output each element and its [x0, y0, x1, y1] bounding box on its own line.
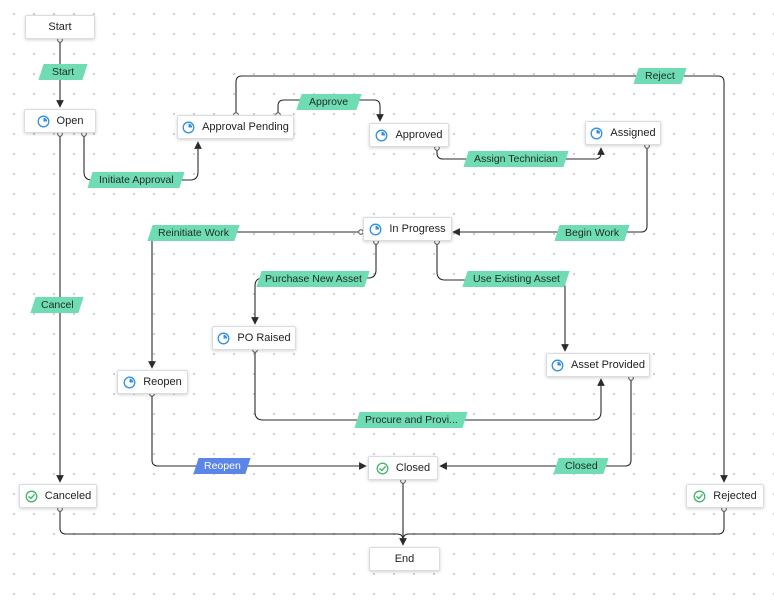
transition-begin-work[interactable]: Begin Work	[554, 225, 630, 241]
state-rejected-label: Rejected	[713, 490, 757, 502]
transition-closed-label: Closed	[564, 460, 598, 472]
transition-start-label: Start	[51, 66, 75, 78]
transition-reopen[interactable]: Reopen	[193, 458, 251, 474]
state-start-label: Start	[48, 21, 72, 33]
state-assigned[interactable]: Assigned	[585, 121, 661, 145]
transition-cancel[interactable]: Cancel	[30, 297, 84, 313]
transition-purchase-new-asset[interactable]: Purchase New Asset	[256, 271, 370, 287]
transition-reopen-label: Reopen	[203, 460, 241, 472]
clock-icon	[217, 332, 230, 345]
edge-reopen	[151, 394, 367, 470]
state-closed[interactable]: Closed	[368, 456, 438, 480]
edge-begin-work	[452, 146, 648, 236]
state-asset-provided[interactable]: Asset Provided	[546, 353, 650, 377]
check-circle-icon	[25, 490, 38, 503]
state-in-progress-label: In Progress	[389, 223, 446, 235]
clock-icon	[37, 115, 50, 128]
state-reopen[interactable]: Reopen	[117, 370, 188, 394]
state-start[interactable]: Start	[25, 15, 95, 39]
state-open-label: Open	[56, 115, 84, 127]
state-reopen-label: Reopen	[143, 376, 182, 388]
transition-use-existing-asset-label: Use Existing Asset	[472, 273, 560, 285]
state-end-label: End	[394, 553, 415, 565]
transition-initiate-approval[interactable]: Initiate Approval	[87, 172, 185, 188]
state-po-raised[interactable]: PO Raised	[212, 326, 296, 350]
edge-use-existing-asset	[436, 242, 569, 352]
transition-procure-and-provide[interactable]: Procure and Provi...	[354, 412, 468, 428]
transition-use-existing-asset[interactable]: Use Existing Asset	[462, 271, 570, 287]
transition-assign-technician-label: Assign Technician	[474, 153, 558, 165]
state-approved[interactable]: Approved	[369, 123, 449, 147]
transition-reinitiate-work[interactable]: Reinitiate Work	[147, 225, 240, 241]
state-approval-pending[interactable]: Approval Pending	[177, 115, 294, 139]
clock-icon	[590, 127, 603, 140]
transition-assign-technician[interactable]: Assign Technician	[463, 151, 569, 167]
state-closed-label: Closed	[395, 462, 431, 474]
state-approved-label: Approved	[395, 129, 443, 141]
state-po-raised-label: PO Raised	[237, 332, 291, 344]
state-rejected[interactable]: Rejected	[686, 484, 764, 508]
transition-reject-label: Reject	[645, 70, 675, 82]
clock-icon	[551, 359, 564, 372]
check-circle-icon	[376, 462, 389, 475]
transition-begin-work-label: Begin Work	[564, 227, 620, 239]
transition-approve[interactable]: Approve	[296, 94, 362, 110]
state-open[interactable]: Open	[24, 109, 96, 133]
clock-icon	[123, 376, 136, 389]
state-canceled-label: Canceled	[44, 490, 92, 502]
transition-start[interactable]: Start	[38, 64, 88, 80]
transition-reinitiate-work-label: Reinitiate Work	[158, 227, 229, 239]
transition-reject[interactable]: Reject	[633, 68, 687, 84]
transition-approve-label: Approve	[309, 96, 349, 108]
transition-initiate-approval-label: Initiate Approval	[98, 174, 174, 186]
transition-procure-and-provide-label: Procure and Provi...	[364, 414, 458, 426]
state-canceled[interactable]: Canceled	[19, 484, 97, 508]
edge-closed	[439, 378, 632, 470]
clock-icon	[182, 121, 195, 134]
state-assigned-label: Assigned	[610, 127, 656, 139]
transition-cancel-label: Cancel	[40, 299, 74, 311]
clock-icon	[375, 129, 388, 142]
edge-reject	[235, 75, 728, 483]
edge-canceled-end	[59, 509, 404, 541]
check-circle-icon	[693, 490, 706, 503]
state-asset-provided-label: Asset Provided	[571, 359, 645, 371]
transition-closed[interactable]: Closed	[553, 458, 609, 474]
state-in-progress[interactable]: In Progress	[363, 217, 452, 241]
edge-rejected-end	[402, 509, 725, 541]
clock-icon	[369, 223, 382, 236]
transition-purchase-new-asset-label: Purchase New Asset	[264, 273, 362, 285]
state-approval-pending-label: Approval Pending	[202, 121, 289, 133]
state-end[interactable]: End	[369, 547, 440, 571]
